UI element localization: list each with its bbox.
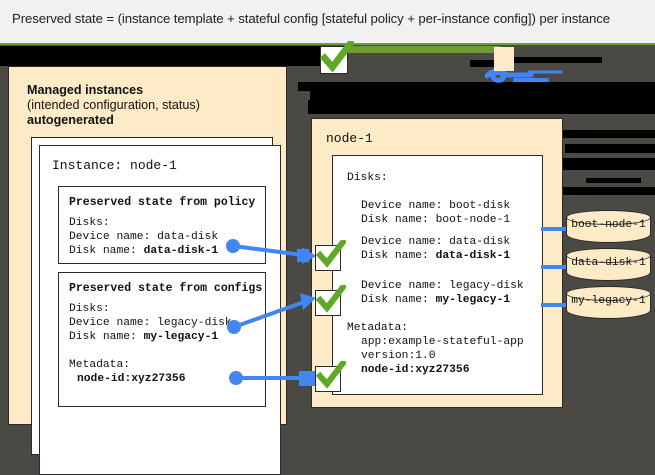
node-title: node-1: [326, 131, 373, 146]
caption-text: Preserved state = (instance template + s…: [12, 11, 610, 26]
node-legacy-disk-name-value: my-legacy-1: [435, 294, 511, 306]
disk-connector-data: [541, 265, 569, 269]
managed-instances-autogenerated: autogenerated: [27, 113, 114, 127]
policy-device-name: Device name: data-disk: [69, 231, 219, 243]
node-metadata-label: Metadata:: [347, 322, 409, 334]
redaction-bar: [470, 60, 496, 67]
redaction-bar: [310, 87, 655, 103]
caption-bar: Preserved state = (instance template + s…: [0, 0, 655, 43]
blue-scribble-annotation: [485, 69, 563, 83]
configs-disk-name-row: Disk name: my-legacy-1: [69, 331, 218, 343]
cream-marker-block: [494, 47, 514, 71]
redaction-bar: [0, 46, 16, 54]
disk-label: boot-node-1: [571, 219, 646, 231]
node-legacy-device-name: Device name: legacy-disk: [361, 280, 524, 292]
disk-connector-boot: [541, 227, 569, 231]
redaction-bar: [563, 158, 655, 170]
policy-disk-name-prefix: Disk name:: [69, 245, 144, 257]
policy-disk-name-value: data-disk-1: [143, 245, 219, 257]
preserved-state-configs-box: Preserved state from configs Disks: Devi…: [58, 272, 266, 407]
disk-cylinder-boot: boot-node-1: [566, 210, 651, 244]
configs-disk-name-prefix: Disk name:: [69, 331, 144, 343]
node-data-disk-name-value: data-disk-1: [435, 250, 511, 262]
redaction-bar: [586, 178, 641, 183]
policy-disks-label: Disks:: [69, 217, 110, 229]
policy-disk-name-row: Disk name: data-disk-1: [69, 245, 218, 257]
node-detail-panel: node-1 Disks: Device name: boot-disk Dis…: [311, 118, 563, 408]
checkbox-header[interactable]: [320, 46, 348, 74]
configs-metadata-label: Metadata:: [69, 359, 131, 371]
node-legacy-disk-name-row: Disk name: my-legacy-1: [361, 294, 510, 306]
managed-instances-panel: Managed instances (intended configuratio…: [8, 66, 287, 475]
redaction-bar: [308, 100, 655, 114]
checkbox-data-disk[interactable]: [315, 245, 341, 271]
configs-box-heading: Preserved state from configs: [69, 282, 263, 295]
configs-disk-name-value: my-legacy-1: [143, 331, 219, 343]
disk-top: [566, 210, 651, 225]
node-disks-card: Disks: Device name: boot-disk Disk name:…: [332, 155, 543, 395]
disk-connector-legacy: [541, 303, 569, 307]
managed-instances-title: Managed instances: [27, 83, 144, 97]
policy-box-heading: Preserved state from policy: [69, 196, 256, 209]
instance-card: Instance: node-1 Preserved state from po…: [39, 145, 281, 475]
preserved-state-policy-box: Preserved state from policy Disks: Devic…: [58, 186, 266, 264]
configs-device-name: Device name: legacy-disk: [69, 317, 232, 329]
node-data-device-name: Device name: data-disk: [361, 236, 511, 248]
redaction-bar: [565, 144, 655, 153]
disk-cylinder-legacy: my-legacy-1: [566, 286, 651, 320]
managed-instances-subtitle: (intended configuration, status): [27, 98, 200, 112]
disk-top: [566, 248, 651, 263]
node-metadata-version: version:1.0: [361, 350, 436, 362]
node-data-disk-name-row: Disk name: data-disk-1: [361, 250, 510, 262]
green-highlight-stroke: [333, 46, 501, 53]
configs-metadata-value: node-id:xyz27356: [77, 373, 186, 385]
redaction-bar: [563, 130, 655, 138]
node-boot-device-name: Device name: boot-disk: [361, 200, 511, 212]
checkbox-node-id-metadata[interactable]: [315, 366, 341, 392]
redaction-bar: [472, 86, 532, 91]
checkbox-legacy-disk[interactable]: [315, 290, 341, 316]
instance-label: Instance: node-1: [52, 158, 177, 173]
node-data-disk-name-prefix: Disk name:: [361, 250, 436, 262]
node-metadata-node-id: node-id:xyz27356: [361, 364, 470, 376]
configs-disks-label: Disks:: [69, 303, 110, 315]
node-metadata-app: app:example-stateful-app: [361, 336, 524, 348]
node-boot-disk-name: Disk name: boot-node-1: [361, 214, 511, 226]
node-legacy-disk-name-prefix: Disk name:: [361, 294, 436, 306]
disk-cylinder-data: data-disk-1: [566, 248, 651, 282]
disk-label: data-disk-1: [571, 257, 646, 269]
disk-top: [566, 286, 651, 301]
node-disks-label: Disks:: [347, 172, 388, 184]
redaction-bar: [563, 187, 655, 195]
disk-label: my-legacy-1: [571, 295, 646, 307]
redaction-bar: [502, 57, 602, 63]
green-rule: [0, 43, 655, 45]
redaction-bar: [0, 46, 325, 66]
